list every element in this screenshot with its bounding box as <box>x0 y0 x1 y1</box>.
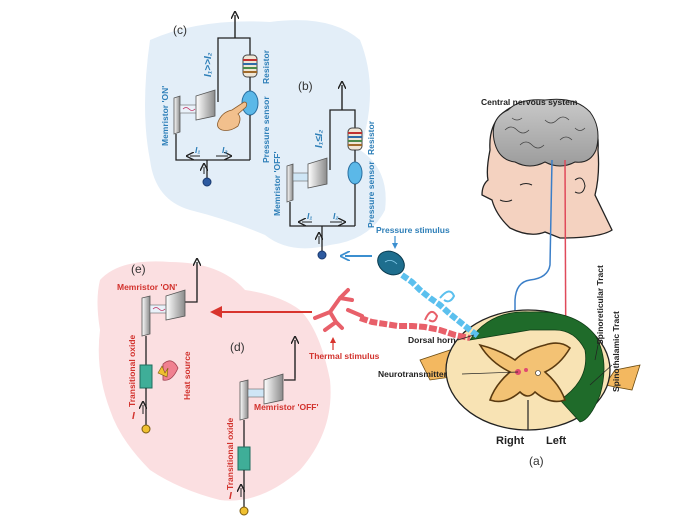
finger-press-icon <box>217 101 248 131</box>
spinal-cord-cross-section <box>419 309 641 431</box>
memristor-off-icon <box>286 157 328 203</box>
pressure-sensor-label: Pressure sensor <box>366 161 376 228</box>
panel-label-b: (b) <box>298 79 313 93</box>
panel-label-c: (c) <box>173 23 187 37</box>
transitional-oxide-label: Transitional oxide <box>127 334 137 407</box>
memristor-on-icon <box>141 289 186 337</box>
panel-label-a: (a) <box>529 454 544 468</box>
current-condition-label: I₁≤I₂ <box>314 129 325 148</box>
transitional-oxide-icon <box>237 446 251 471</box>
heat-source-label: Heat source <box>182 351 192 400</box>
input-terminal-icon <box>317 250 327 260</box>
current-i1-label: I₁ <box>307 211 313 221</box>
thermal-stimulus-label: Thermal stimulus <box>309 351 380 361</box>
pacinian-corpuscle-icon <box>377 250 405 276</box>
current-i2-label: I₂ <box>333 211 339 221</box>
dorsal-horn-label: Dorsal horn <box>408 335 456 345</box>
circuit-b <box>286 85 363 260</box>
circuit-c <box>173 15 259 187</box>
resistor-icon <box>347 127 363 151</box>
brain-icon <box>492 98 599 167</box>
cns-label: Central nervous system <box>481 97 578 107</box>
memristor-off-label: Memristor 'OFF' <box>272 151 282 217</box>
memristor-on-label: Memristor 'ON' <box>117 282 178 292</box>
memristor-on-label: Memristor 'ON' <box>160 85 170 146</box>
input-terminal-icon <box>141 424 151 434</box>
memristor-on-icon <box>173 89 216 135</box>
circuit-d <box>237 340 295 516</box>
input-terminal-icon <box>239 506 249 516</box>
resistor-label: Resistor <box>366 120 376 155</box>
right-side-label: Right <box>496 435 525 447</box>
pink-background-region <box>97 261 331 501</box>
head-illustration <box>481 98 613 239</box>
transitional-oxide-icon <box>139 364 153 389</box>
spinothalamic-tract-label: Spinothalamic Tract <box>611 311 621 392</box>
pressure-sensor-label: Pressure sensor <box>261 96 271 163</box>
current-i2-label: I₂ <box>222 145 228 155</box>
neurotransmitter-label: Neurotransmitter <box>378 369 447 379</box>
current-condition-label: I₁>>I₂ <box>203 52 214 77</box>
free-nerve-ending-icon <box>313 288 364 332</box>
input-terminal-icon <box>202 177 212 187</box>
resistor-label: Resistor <box>261 49 271 84</box>
thermal-receptor-neuron <box>313 288 471 341</box>
heat-source-icon <box>157 360 179 381</box>
transitional-oxide-label: Transitional oxide <box>225 417 235 490</box>
blue-background-region <box>145 20 386 249</box>
pressure-stimulus-label: Pressure stimulus <box>376 225 450 235</box>
circuit-e <box>139 262 197 434</box>
current-label: I <box>229 491 232 502</box>
pressure-sensor-icon <box>347 161 363 185</box>
resistor-icon <box>242 54 258 78</box>
left-side-label: Left <box>546 435 567 447</box>
gray-matter <box>478 342 572 403</box>
pressure-receptor-neuron <box>377 250 480 339</box>
panel-label-d: (d) <box>230 340 245 354</box>
spinoreticular-tract-label: Spinoreticular Tract <box>595 265 605 345</box>
memristor-off-icon <box>239 373 284 421</box>
current-label: I <box>132 411 135 422</box>
panel-label-e: (e) <box>131 262 146 276</box>
memristor-off-label: Memristor 'OFF' <box>254 402 319 412</box>
current-i1-label: I₁ <box>195 145 201 155</box>
